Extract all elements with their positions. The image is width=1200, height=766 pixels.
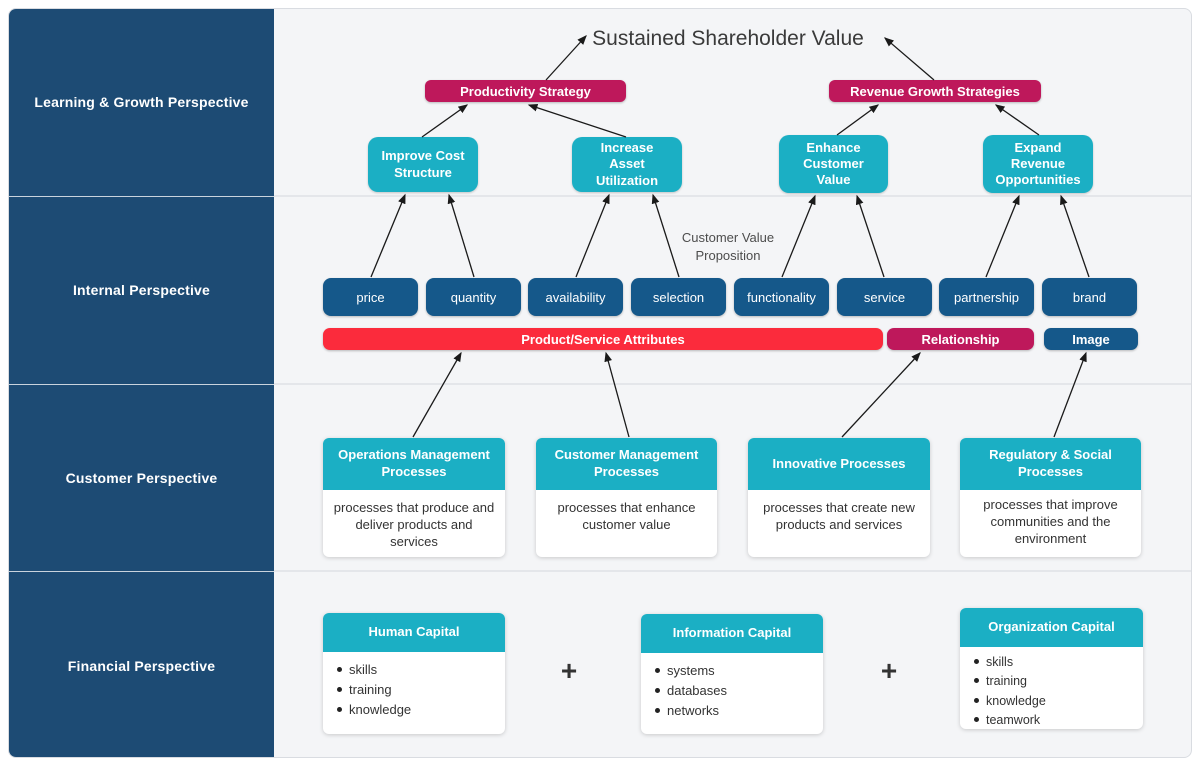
card-customer-management-processes[interactable]: Customer Management Processes processes … <box>536 438 717 557</box>
card-title: Regulatory & Social Processes <box>960 438 1141 490</box>
card-description: processes that improve communities and t… <box>983 497 1118 546</box>
node-enhance-customer-value[interactable]: Enhance Customer Value <box>779 135 888 193</box>
lane-label: Learning & Growth Perspective <box>34 94 249 111</box>
card-title: Human Capital <box>323 613 505 652</box>
card-title: Innovative Processes <box>748 438 930 490</box>
lane-divider <box>274 195 1191 197</box>
lane-divider <box>274 383 1191 385</box>
bullet-item: teamwork <box>974 712 1135 728</box>
lane-financial-perspective: Financial Perspective <box>9 572 274 757</box>
attribute-quantity[interactable]: quantity <box>426 278 521 316</box>
bullet-item: skills <box>337 662 497 679</box>
node-expand-revenue-opportunities[interactable]: Expand Revenue Opportunities <box>983 135 1093 193</box>
node-revenue-growth-strategies[interactable]: Revenue Growth Strategies <box>829 80 1041 102</box>
bullet-item: databases <box>655 683 815 700</box>
bullet-item: training <box>337 682 497 699</box>
attribute-selection[interactable]: selection <box>631 278 726 316</box>
card-organization-capital[interactable]: Organization Capital skills training kno… <box>960 608 1143 729</box>
node-increase-asset-utilization[interactable]: Increase Asset Utilization <box>572 137 682 192</box>
lane-internal-perspective: Internal Perspective <box>9 197 274 385</box>
plus-sign: + <box>880 655 898 686</box>
bullet-list: skills training knowledge teamwork <box>974 654 1135 728</box>
bullet-item: systems <box>655 663 815 680</box>
lane-divider <box>274 570 1191 572</box>
card-description: processes that enhance customer value <box>557 500 696 532</box>
attribute-partnership[interactable]: partnership <box>939 278 1034 316</box>
diagram-canvas: Learning & Growth Perspective Internal P… <box>8 8 1192 758</box>
bar-relationship[interactable]: Relationship <box>887 328 1034 350</box>
card-innovative-processes[interactable]: Innovative Processes processes that crea… <box>748 438 930 557</box>
attribute-brand[interactable]: brand <box>1042 278 1137 316</box>
bullet-item: knowledge <box>337 702 497 719</box>
attribute-service[interactable]: service <box>837 278 932 316</box>
bar-image[interactable]: Image <box>1044 328 1138 350</box>
lane-label: Financial Perspective <box>67 657 216 674</box>
lane-label: Internal Perspective <box>72 282 211 299</box>
card-information-capital[interactable]: Information Capital systems databases ne… <box>641 614 823 734</box>
lane-label: Customer Perspective <box>65 469 218 486</box>
lane-learning-growth-perspective: Learning & Growth Perspective <box>9 9 274 197</box>
attribute-price[interactable]: price <box>323 278 418 316</box>
lane-customer-perspective: Customer Perspective <box>9 385 274 573</box>
card-regulatory-social-processes[interactable]: Regulatory & Social Processes processes … <box>960 438 1141 557</box>
card-title: Information Capital <box>641 614 823 653</box>
bullet-list: systems databases networks <box>655 663 815 720</box>
card-human-capital[interactable]: Human Capital skills training knowledge <box>323 613 505 734</box>
card-operations-management-processes[interactable]: Operations Management Processes processe… <box>323 438 505 557</box>
bullet-item: training <box>974 673 1135 689</box>
bar-product-service-attributes[interactable]: Product/Service Attributes <box>323 328 883 350</box>
attribute-functionality[interactable]: functionality <box>734 278 829 316</box>
node-productivity-strategy[interactable]: Productivity Strategy <box>425 80 626 102</box>
bullet-item: networks <box>655 703 815 720</box>
card-title: Customer Management Processes <box>536 438 717 490</box>
bullet-item: skills <box>974 654 1135 670</box>
customer-value-proposition-label: Customer Value Proposition <box>681 230 775 263</box>
diagram-title: Sustained Shareholder Value <box>592 27 864 50</box>
bullet-item: knowledge <box>974 693 1135 709</box>
plus-sign: + <box>560 655 578 686</box>
perspective-sidebar: Learning & Growth Perspective Internal P… <box>9 9 274 757</box>
node-improve-cost-structure[interactable]: Improve Cost Structure <box>368 137 478 192</box>
card-description: processes that produce and deliver produ… <box>333 500 495 549</box>
card-title: Organization Capital <box>960 608 1143 647</box>
card-description: processes that create new products and s… <box>763 500 915 532</box>
bullet-list: skills training knowledge <box>337 662 497 719</box>
card-title: Operations Management Processes <box>323 438 505 490</box>
attribute-availability[interactable]: availability <box>528 278 623 316</box>
